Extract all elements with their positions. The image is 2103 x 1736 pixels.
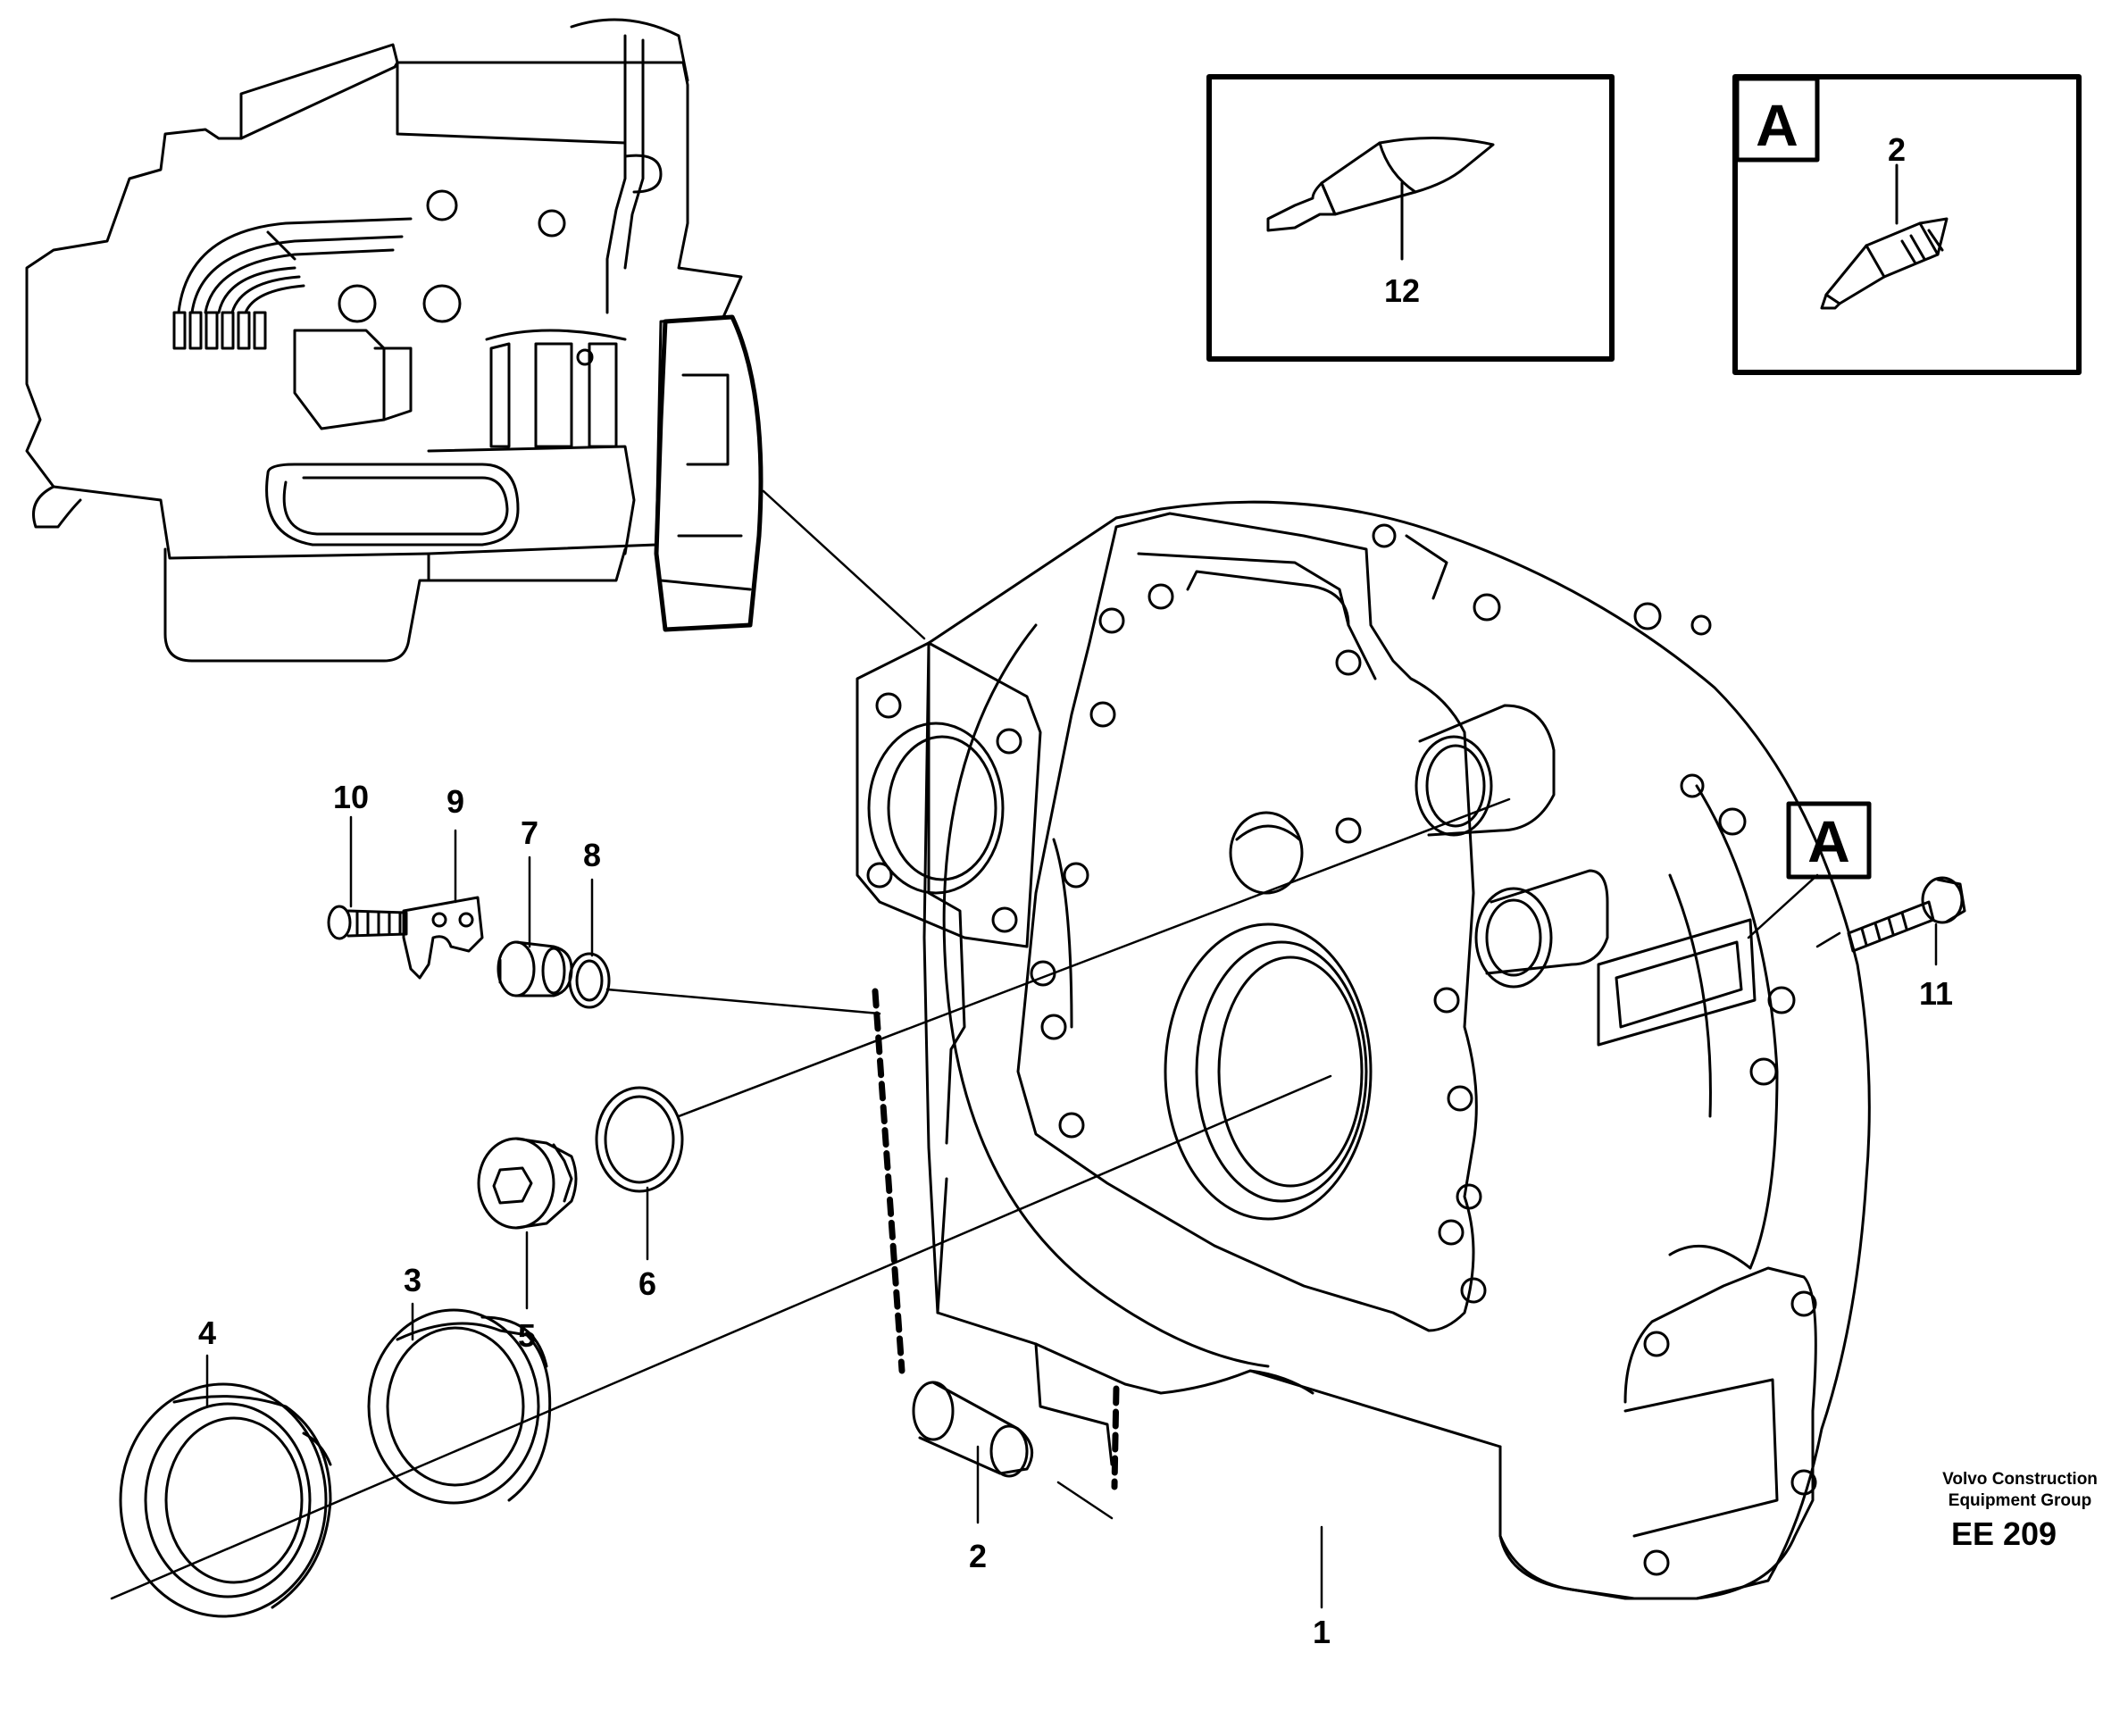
part-10-bolt [327, 905, 408, 940]
callout-5: 5 [518, 1317, 536, 1354]
part-9-clamp [402, 896, 484, 980]
part-8-oring [568, 952, 611, 1009]
part-11-bolt [1847, 876, 1966, 953]
callout-4: 4 [198, 1315, 216, 1351]
callout-12: 12 [1384, 272, 1420, 309]
callout-7: 7 [521, 814, 538, 851]
detail-a-marker [1786, 801, 1872, 880]
engine-overview [25, 18, 764, 663]
callout-1: 1 [1313, 1614, 1331, 1650]
part-5-plug [477, 1137, 578, 1230]
figure-code: EE 209 [1951, 1515, 2057, 1552]
part-6-oring [595, 1086, 684, 1193]
part-7-sleeve [497, 940, 573, 997]
dashed-line-lower [1111, 1385, 1120, 1490]
leader-lines [110, 797, 1938, 1609]
credit-line-2: Equipment Group [1949, 1491, 2091, 1510]
credit-line-1: Volvo Construction [1942, 1470, 2098, 1489]
inset-detail-a [1732, 74, 2082, 375]
callout-8: 8 [583, 837, 601, 873]
inset-sealant [1206, 74, 1615, 362]
detail-letter-inset: A [1756, 92, 1798, 158]
flywheel-housing [855, 500, 1871, 1600]
part-3-seal [367, 1308, 552, 1505]
callout-3: 3 [404, 1262, 421, 1298]
callout-11: 11 [1919, 975, 1953, 1012]
dashed-line-upper [872, 988, 905, 1374]
detail-letter-housing: A [1807, 808, 1850, 874]
callout-10: 10 [333, 779, 369, 815]
callout-2-inset: 2 [1888, 131, 1906, 168]
callout-2: 2 [969, 1538, 987, 1574]
engine-to-housing-leader [762, 489, 926, 640]
part-4-seal [119, 1382, 332, 1618]
callout-9: 9 [446, 783, 464, 820]
callout-6: 6 [638, 1265, 656, 1302]
labels: 10 9 7 8 5 6 3 4 2 1 11 12 2 A A Volvo C… [198, 92, 2098, 1650]
part-2-dowel [912, 1381, 1034, 1478]
